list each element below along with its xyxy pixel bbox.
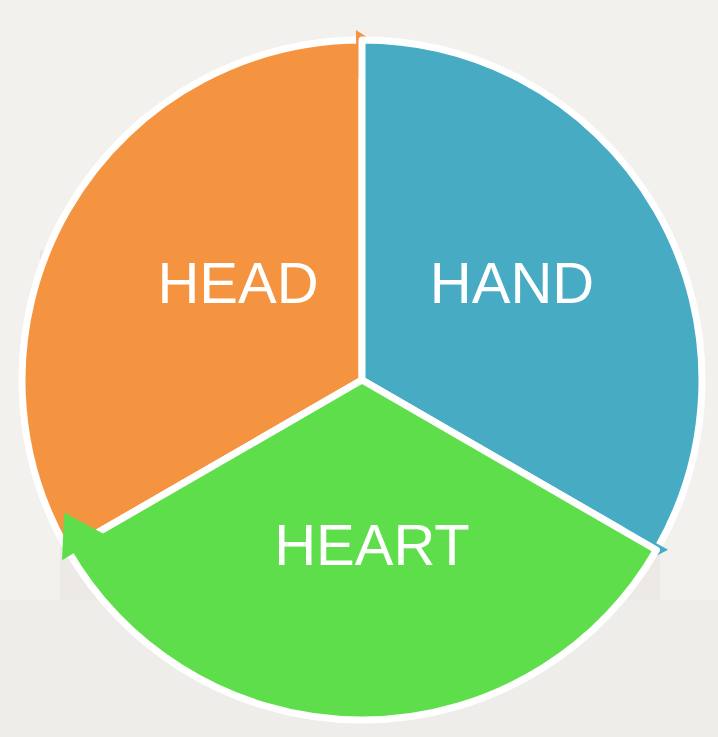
segment-wedge [68,380,657,720]
cycle-segment: HEART [57,380,667,732]
segment-label: HAND [382,251,642,315]
segment-label: HEART [242,513,502,577]
arrow-head [62,513,105,561]
segment-label: HEAD [108,251,368,315]
